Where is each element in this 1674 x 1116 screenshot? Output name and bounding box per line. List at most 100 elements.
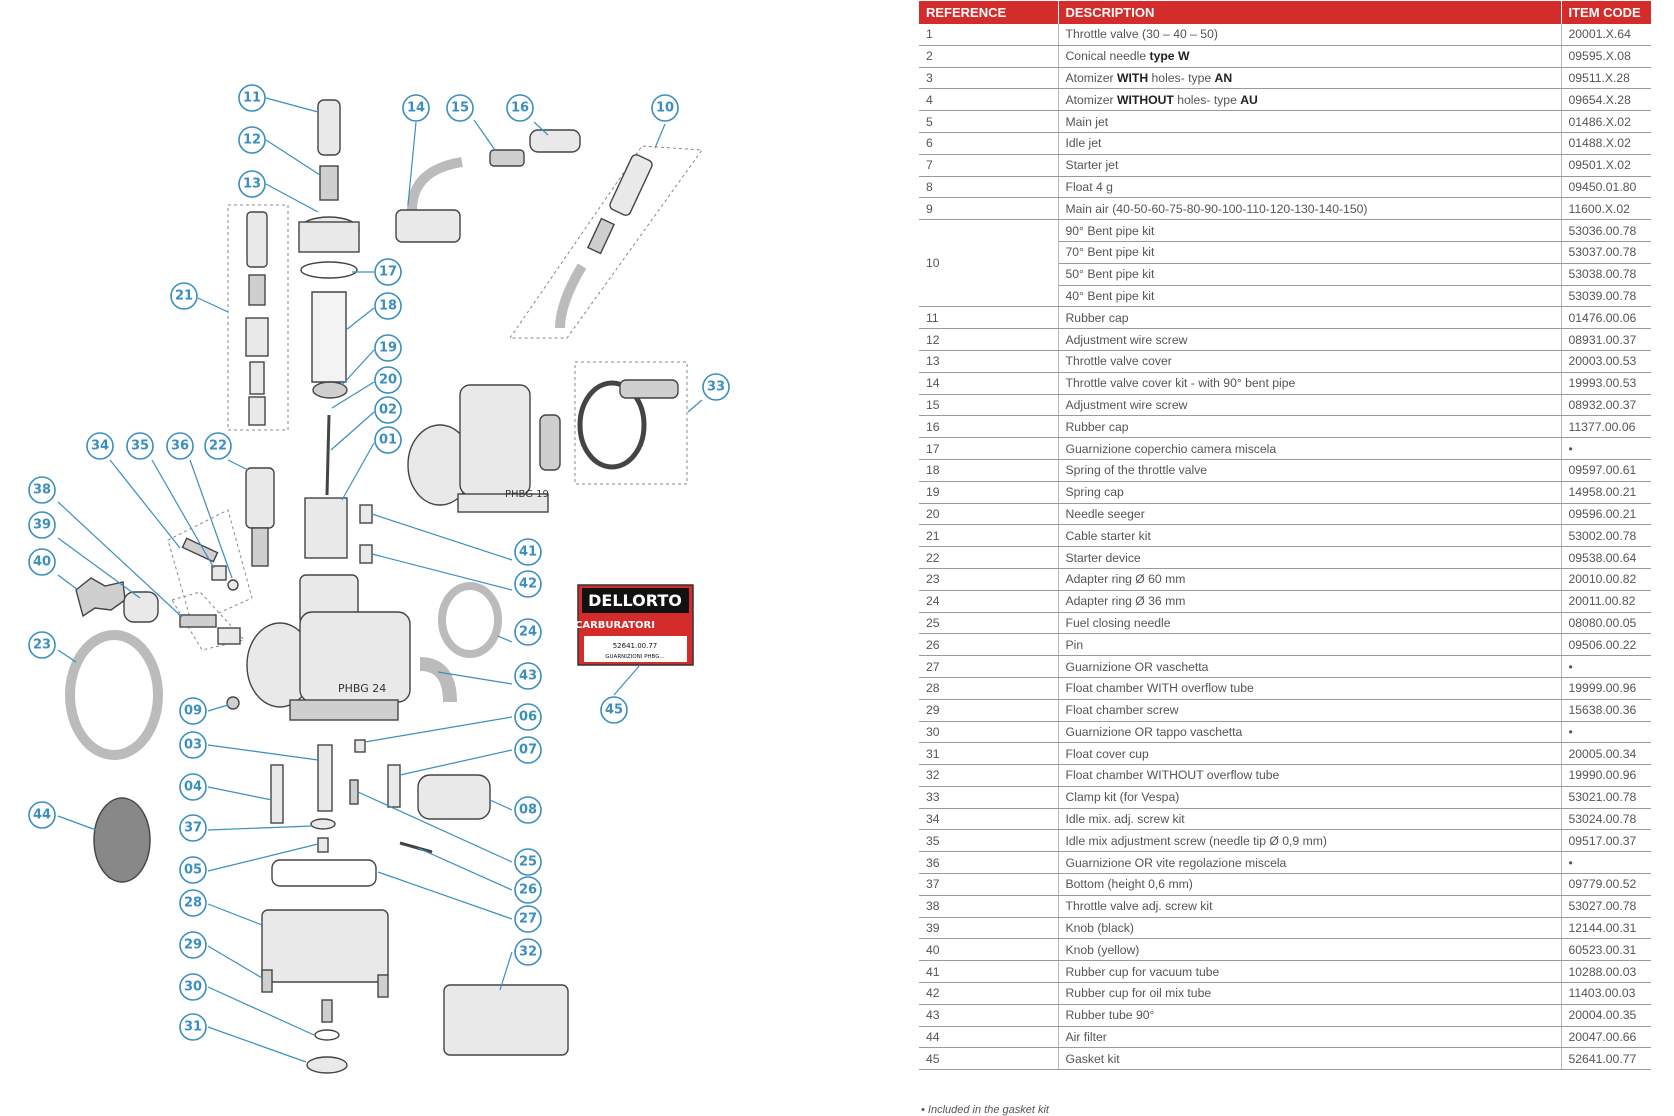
callout-marker: 43 <box>514 662 542 690</box>
callout-marker: 13 <box>238 170 266 198</box>
callout-circle <box>514 796 542 824</box>
cell-description: Float chamber WITH overflow tube <box>1058 677 1562 700</box>
callout-circle <box>374 426 402 454</box>
cell-description: Float chamber WITHOUT overflow tube <box>1058 764 1562 787</box>
chamber-screw-29a <box>261 969 273 993</box>
callout-number: 15 <box>451 101 469 116</box>
cell-description: 50° Bent pipe kit <box>1058 263 1562 286</box>
footnote: • Included in the gasket kit <box>921 1104 1049 1116</box>
callout-marker: 21 <box>170 282 198 310</box>
idle-jet-06 <box>354 739 366 753</box>
throttle-cover-body-13 <box>298 221 360 253</box>
callout-number: 02 <box>379 403 397 418</box>
cell-reference: 23 <box>919 568 1059 591</box>
cell-reference: 18 <box>919 459 1059 482</box>
callout-circle <box>374 366 402 394</box>
float-chamber-28 <box>261 909 389 983</box>
starter-plunger-21 <box>248 396 266 426</box>
description-text: Conical needle <box>1065 49 1150 64</box>
callout-marker: 05 <box>179 856 207 884</box>
cell-description: Clamp kit (for Vespa) <box>1058 786 1562 809</box>
cell-reference: 34 <box>919 808 1059 831</box>
cell-item-code: 53036.00.78 <box>1561 219 1651 242</box>
callout-circle <box>402 94 430 122</box>
cell-item-code: 11600.X.02 <box>1561 197 1651 221</box>
callout-number: 29 <box>184 938 202 953</box>
chamber-screw-29c <box>321 999 333 1023</box>
cell-reference: 30 <box>919 721 1059 744</box>
callout-marker: 22 <box>204 432 232 460</box>
cell-item-code: 20001.X.64 <box>1561 24 1651 46</box>
callout-circle <box>514 703 542 731</box>
cell-reference: 14 <box>919 372 1059 395</box>
group-21-box <box>227 204 289 431</box>
callout-number: 07 <box>519 743 537 758</box>
cell-reference: 25 <box>919 612 1059 635</box>
cell-description: Guarnizione OR vaschetta <box>1058 655 1562 678</box>
callout-number: 08 <box>519 803 537 818</box>
cell-item-code: 09450.01.80 <box>1561 176 1651 199</box>
cell-description: Rubber cap <box>1058 306 1562 330</box>
callout-number: 22 <box>209 439 227 454</box>
callout-circle <box>179 773 207 801</box>
callout-circle <box>179 973 207 1001</box>
or-gasket-27 <box>271 859 377 887</box>
callout-circle <box>446 94 474 122</box>
callout-marker: 04 <box>179 773 207 801</box>
cell-item-code: 20047.00.66 <box>1561 1026 1651 1049</box>
throttle-adj-screw-38 <box>179 614 217 628</box>
cell-item-code: 09506.00.22 <box>1561 633 1651 657</box>
gasket-17 <box>300 261 358 279</box>
callout-number: 14 <box>407 101 425 116</box>
cell-description: Idle jet <box>1058 132 1562 155</box>
cell-item-code: 20003.00.53 <box>1561 350 1651 373</box>
table-header-row: REFERENCE DESCRIPTION ITEM CODE <box>919 1 1652 24</box>
callout-marker: 39 <box>28 511 56 539</box>
brand-sub-text: CARBURATORI <box>575 620 655 631</box>
cell-reference: 16 <box>919 415 1059 439</box>
cell-item-code: 09511.X.28 <box>1561 67 1651 90</box>
callout-circle <box>514 876 542 904</box>
cell-reference: 29 <box>919 699 1059 722</box>
cell-item-code: • <box>1561 851 1651 875</box>
cell-description: Throttle valve cover <box>1058 350 1562 373</box>
cell-item-code: 11377.00.06 <box>1561 415 1651 439</box>
cell-reference: 38 <box>919 895 1059 918</box>
cell-description: Rubber cap <box>1058 415 1562 439</box>
callout-number: 33 <box>707 380 725 395</box>
starter-spring-21 <box>249 361 265 395</box>
cell-reference: 19 <box>919 481 1059 504</box>
starter-screw-21 <box>248 274 266 306</box>
callout-number: 10 <box>656 101 674 116</box>
callout-number: 41 <box>519 545 537 560</box>
cell-item-code: 20004.00.35 <box>1561 1004 1651 1027</box>
callout-circle <box>179 814 207 842</box>
cell-description: Cable starter kit <box>1058 524 1562 548</box>
exploded-diagram: PHBG 19 PHBG 24 DELL <box>28 84 730 1074</box>
cell-description: Air filter <box>1058 1026 1562 1049</box>
cell-item-code: 53038.00.78 <box>1561 263 1651 286</box>
callout-number: 45 <box>605 703 623 718</box>
callout-circle <box>514 570 542 598</box>
description-emphasis: type W <box>1149 49 1190 64</box>
cell-description: Conical needle type W <box>1058 45 1562 68</box>
callout-number: 12 <box>243 133 261 148</box>
cell-description: Fuel closing needle <box>1058 612 1562 635</box>
callout-circle <box>28 548 56 576</box>
cell-reference: 4 <box>919 88 1059 112</box>
cell-description: Adapter ring Ø 36 mm <box>1058 590 1562 613</box>
callout-marker: 11 <box>238 84 266 112</box>
cell-item-code: 52641.00.77 <box>1561 1047 1651 1071</box>
